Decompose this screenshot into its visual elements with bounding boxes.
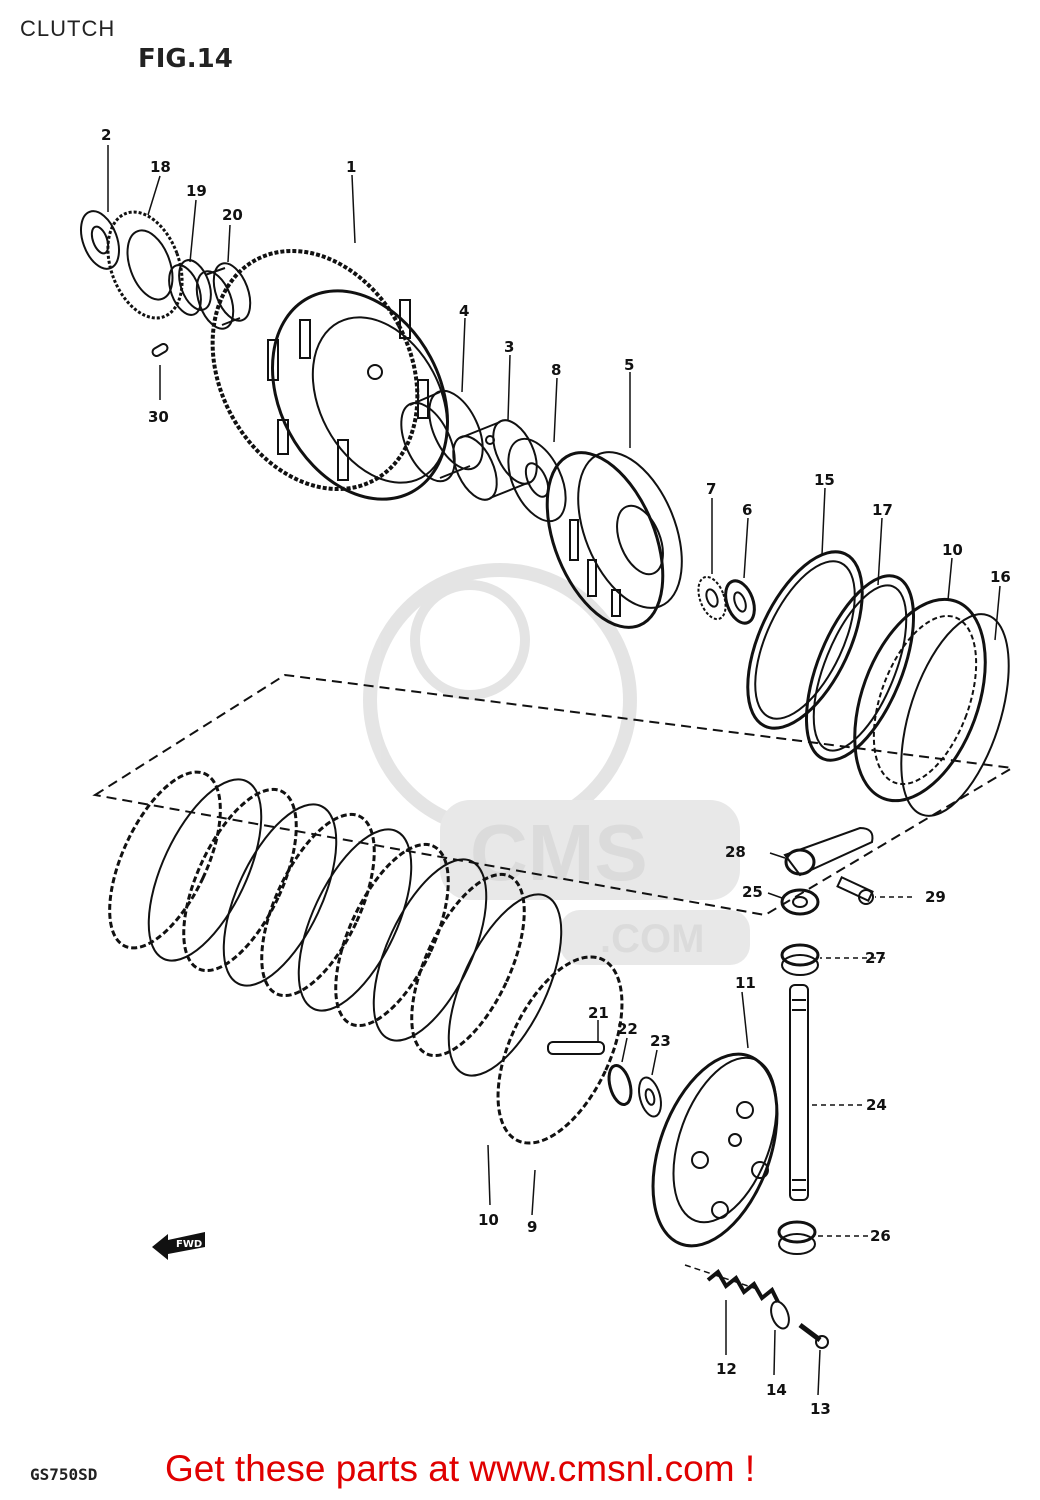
figure-label: FIG.14	[138, 44, 233, 74]
part-4-needle-bearing	[400, 389, 484, 483]
callout-26: 26	[870, 1227, 891, 1245]
part-3-sleeve	[452, 419, 538, 501]
callout-24: 24	[866, 1096, 887, 1114]
callout-23: 23	[650, 1032, 671, 1050]
part-14-washer	[770, 1300, 790, 1330]
part-22-bearing	[607, 1064, 633, 1106]
forward-label: FWD	[176, 1239, 202, 1250]
part-8-thrust-washer	[507, 437, 567, 523]
callout-17: 17	[872, 501, 893, 519]
callout-20: 20	[222, 206, 243, 224]
watermark: CMS .COM	[363, 563, 750, 965]
part-29-bolt	[836, 875, 874, 905]
callout-10-lower: 10	[478, 1211, 499, 1229]
part-13-bolt	[798, 1323, 829, 1349]
part-7-lock-washer	[697, 575, 727, 621]
watermark-text: CMS	[470, 808, 648, 897]
part-10-plate-upper	[853, 597, 987, 803]
callout-19: 19	[186, 182, 207, 200]
part-18-gear	[106, 210, 184, 320]
part-11-pressure-plate	[651, 1052, 779, 1248]
part-30-pin	[151, 343, 169, 357]
callout-15: 15	[814, 471, 835, 489]
model-code: GS750SD	[30, 1465, 98, 1484]
part-19-spacer	[168, 259, 212, 316]
part-21-push-rod	[547, 1041, 605, 1055]
watermark-subtext: .COM	[600, 917, 704, 961]
plate-stack-bounding-box	[92, 673, 1016, 917]
part-23-washer	[638, 1076, 662, 1118]
part-16-plate	[900, 613, 1010, 817]
part-6-nut	[724, 579, 756, 625]
callout-16: 16	[990, 568, 1011, 586]
part-26-bearing	[777, 1220, 817, 1255]
callout-25: 25	[742, 883, 763, 901]
buy-parts-link[interactable]: Get these parts at www.cmsnl.com !	[165, 1448, 756, 1489]
callout-6: 6	[742, 501, 752, 519]
part-28-release-arm	[783, 826, 874, 877]
callout-12: 12	[716, 1360, 737, 1378]
part-17-ring	[804, 574, 916, 762]
part-20-bearing	[195, 262, 252, 330]
callout-1: 1	[346, 158, 356, 176]
callout-numbers: 2 18 19 20 1 30 4 3 8 5 7 6 15 17 10 16 …	[101, 126, 1011, 1418]
part-25-bushing	[780, 888, 820, 916]
callout-18: 18	[150, 158, 171, 176]
part-15-ring	[746, 550, 864, 730]
callout-21: 21	[588, 1004, 609, 1022]
callout-29: 29	[925, 888, 946, 906]
part-12-spring	[706, 1268, 780, 1303]
callout-10-upper: 10	[942, 541, 963, 559]
callout-2: 2	[101, 126, 111, 144]
callout-30: 30	[148, 408, 169, 426]
callout-14: 14	[766, 1381, 787, 1399]
forward-direction-arrow: FWD	[152, 1232, 205, 1260]
leader-lines	[107, 145, 1001, 1396]
callout-28: 28	[725, 843, 746, 861]
part-27-bearing	[780, 943, 820, 976]
callout-8: 8	[551, 361, 561, 379]
clutch-plate-stack	[108, 770, 624, 1145]
callout-3: 3	[504, 338, 514, 356]
part-5-clutch-hub	[545, 451, 683, 629]
callout-11: 11	[735, 974, 756, 992]
callout-9: 9	[527, 1218, 537, 1236]
callout-4: 4	[459, 302, 469, 320]
part-24-release-shaft	[789, 984, 809, 1201]
callout-27: 27	[865, 949, 886, 967]
part-2-washer	[80, 210, 120, 270]
section-title: CLUTCH	[20, 16, 116, 41]
callout-13: 13	[810, 1400, 831, 1418]
callout-5: 5	[624, 356, 634, 374]
callout-22: 22	[617, 1020, 638, 1038]
callout-7: 7	[706, 480, 716, 498]
part-1-clutch-housing	[210, 248, 450, 501]
